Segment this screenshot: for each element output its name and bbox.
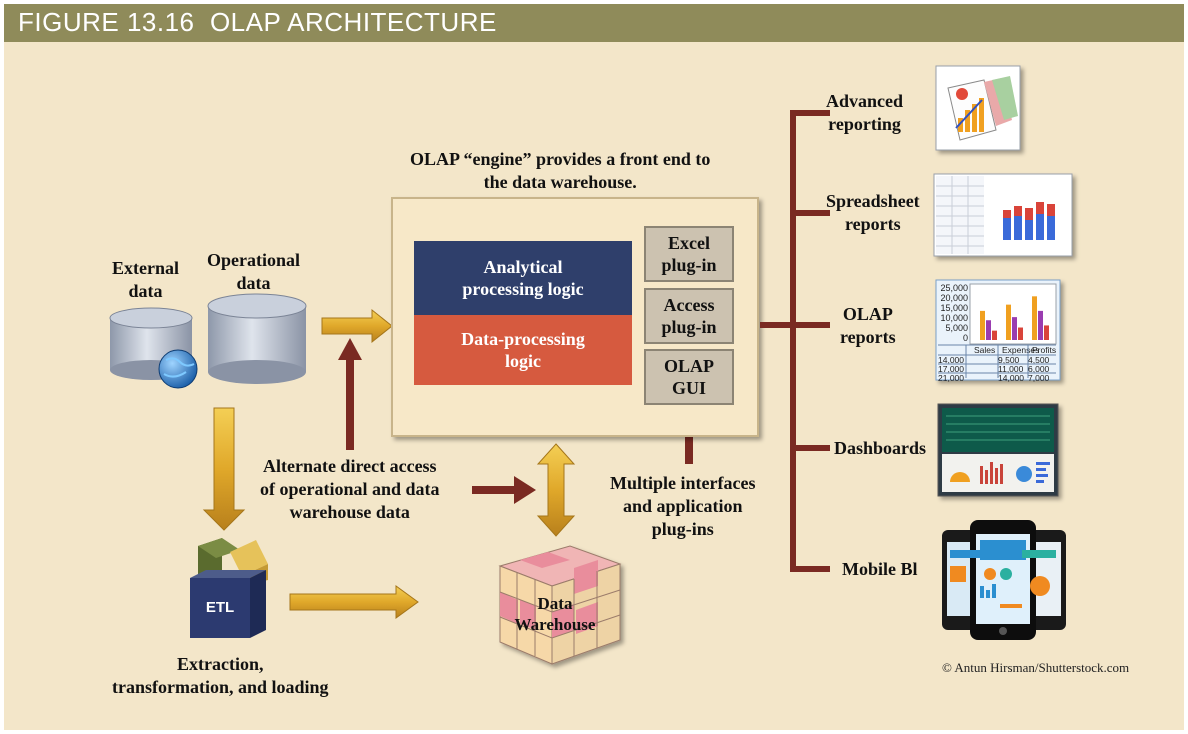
olap-table-cell: 7,000	[1028, 373, 1050, 383]
engine-caption: OLAP “engine” provides a front end to th…	[410, 149, 711, 192]
dashboards-thumbnail	[937, 403, 1059, 497]
analytical-label: Analytical processing logic	[462, 257, 584, 299]
olap-table-cell: 6,000	[1028, 364, 1050, 374]
olap-mini-tick: 10,000	[940, 313, 968, 323]
output-olap-reports: OLAP reports	[840, 304, 896, 347]
olap-table-cell: 9,500	[998, 355, 1020, 365]
olap-mini-tick: 5,000	[945, 323, 968, 333]
etl-box	[190, 538, 268, 638]
olap-mini-bar	[1018, 327, 1023, 340]
olap-gui-box	[644, 349, 734, 405]
olap-table-cell: 11,000	[998, 364, 1024, 374]
olap-table-header: Expenses	[1002, 345, 1039, 355]
external-data-cylinder	[109, 307, 193, 380]
spreadsheet-thumbnail	[933, 173, 1073, 257]
olap-mini-bar	[986, 320, 991, 340]
analytical-block	[414, 241, 632, 315]
arrow-sources-to-engine	[321, 308, 393, 344]
image-credit: © Antun Hirsman/Shutterstock.com	[942, 660, 1130, 675]
olap-mini-bar	[1038, 310, 1043, 340]
globe-icon	[158, 349, 198, 389]
olap-mini-tick: 20,000	[940, 293, 968, 303]
etl-label: ETL	[205, 599, 235, 616]
olap-table-cell: 17,000	[938, 364, 964, 374]
data-processing-block	[414, 315, 632, 385]
external-data-label: External data	[112, 258, 179, 301]
etl-caption: Extraction, transformation, and loading	[112, 654, 329, 697]
alternate-access-label: Alternate direct access of operational a…	[260, 456, 440, 522]
olap-table-grid	[938, 344, 1056, 378]
arrow-alternate-access-up	[338, 338, 362, 450]
olap-mini-bar	[980, 310, 985, 340]
interfaces-label: Multiple interfaces and application plug…	[610, 473, 756, 539]
output-tree	[760, 110, 830, 572]
arrow-etl-to-warehouse	[289, 585, 419, 619]
olap-mini-tick: 15,000	[940, 303, 968, 313]
olap-table-header: Profits	[1032, 345, 1056, 355]
operational-data-label: Operational data	[207, 250, 300, 293]
figure-title: FIGURE 13.16 OLAP ARCHITECTURE	[18, 7, 497, 37]
olap-mini-bar	[1012, 317, 1017, 340]
olap-mini-bar	[1044, 325, 1049, 340]
olap-table-cell: 14,000	[998, 373, 1024, 383]
olap-table-cell: 4,500	[1028, 355, 1050, 365]
operational-data-cylinder	[207, 293, 307, 384]
olap-mini-bar	[1032, 296, 1037, 340]
access-plugin-label: Access plug-in	[661, 295, 717, 337]
mobile-phones-thumbnail	[942, 520, 1066, 640]
access-plugin-box	[644, 288, 734, 344]
output-mobile-bi: Mobile Bl	[842, 559, 918, 579]
arrow-alternate-to-warehouse	[472, 476, 536, 504]
olap-gui-label: OLAP GUI	[663, 356, 714, 398]
arrow-warehouse-engine-bidirectional	[536, 443, 576, 537]
olap-table-header: Sales	[974, 345, 995, 355]
olap-table-cell: 14,000	[938, 355, 964, 365]
output-spreadsheet-reports: Spreadsheet reports	[826, 191, 920, 234]
figure-header: FIGURE 13.16 OLAP ARCHITECTURE	[4, 4, 1184, 42]
excel-plugin-box	[644, 226, 734, 282]
data-warehouse-label: Data Warehouse	[514, 594, 596, 634]
output-dashboards: Dashboards	[834, 438, 927, 458]
arrow-sources-to-etl	[202, 407, 246, 531]
olap-mini-bar	[992, 330, 997, 340]
olap-mini-tick: 0	[963, 333, 968, 343]
output-advanced-reporting: Advanced reporting	[826, 91, 904, 134]
advanced-reporting-thumbnail	[935, 65, 1021, 151]
data-warehouse-cube	[498, 545, 622, 665]
excel-plugin-label: Excel plug-in	[661, 233, 717, 275]
olap-mini-bar	[1006, 304, 1011, 340]
data-processing-label: Data-processing logic	[461, 329, 585, 371]
olap-table-cell: 21,000	[938, 373, 964, 383]
olap-mini-bars	[980, 296, 1049, 340]
olap-mini-tick: 25,000	[940, 283, 968, 293]
